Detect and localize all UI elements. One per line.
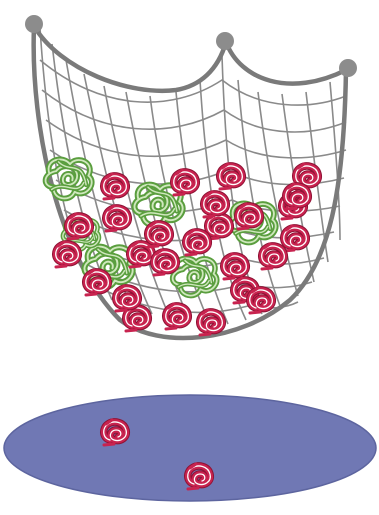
- red-coiled-protein-icon: [166, 304, 189, 329]
- red-coiled-protein-icon: [116, 286, 139, 311]
- red-coiled-protein-icon: [104, 420, 127, 445]
- red-coiled-protein-icon: [148, 222, 171, 247]
- hook-peg-icon: [216, 32, 234, 50]
- red-coiled-protein-icon: [238, 204, 261, 229]
- red-coiled-protein-icon: [104, 174, 127, 199]
- red-coiled-protein-icon: [262, 244, 285, 269]
- red-coiled-protein-icon: [204, 192, 227, 217]
- red-coiled-protein-icon: [250, 288, 273, 313]
- red-coiled-protein-icon: [188, 464, 211, 489]
- red-coiled-protein-icon: [220, 164, 243, 189]
- hook-peg-icon: [25, 15, 43, 33]
- red-coiled-protein-icon: [200, 310, 223, 335]
- net-rim: [34, 26, 346, 91]
- hook-peg-icon: [339, 59, 357, 77]
- red-coiled-protein-icon: [174, 170, 197, 195]
- red-coiled-protein-icon: [186, 230, 209, 255]
- red-coiled-protein-icon: [154, 250, 177, 275]
- red-coiled-protein-icon: [86, 270, 109, 295]
- red-coiled-protein-icon: [68, 214, 91, 239]
- red-coiled-protein-icon: [224, 254, 247, 279]
- red-coiled-protein-icon: [284, 226, 307, 251]
- red-coiled-protein-icon: [106, 206, 129, 231]
- red-coiled-protein-icon: [56, 242, 79, 267]
- red-coiled-protein-icon: [286, 184, 309, 209]
